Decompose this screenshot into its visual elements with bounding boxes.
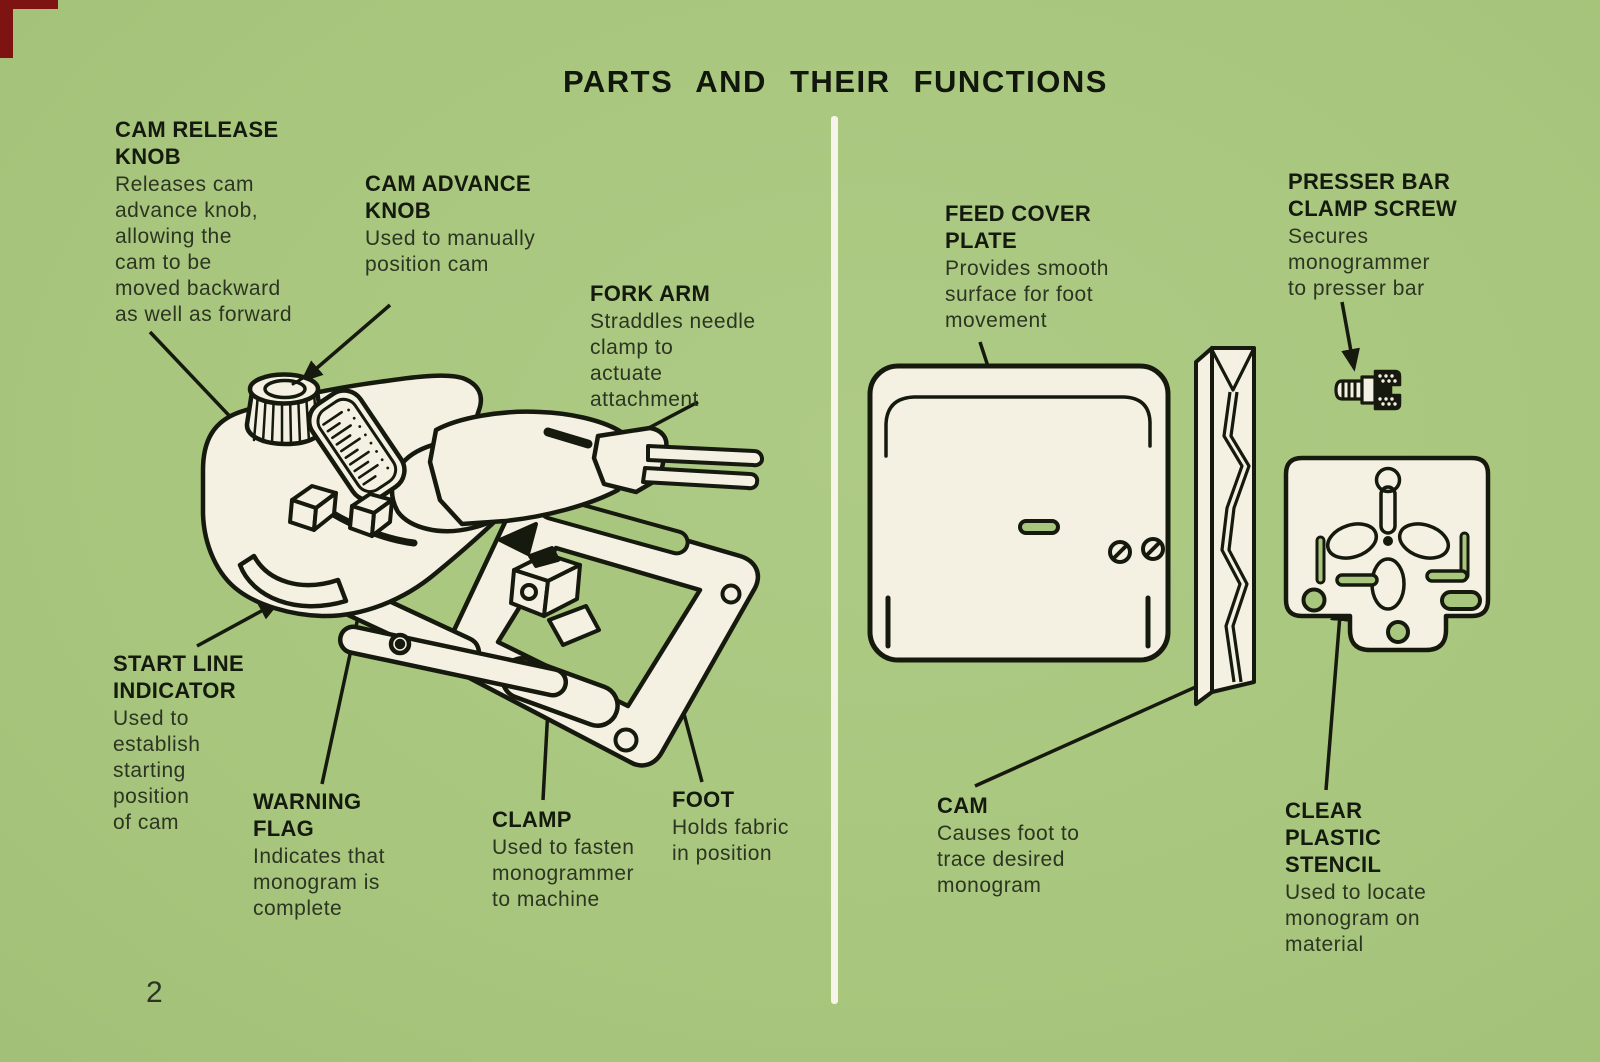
part-description-clamp: Used to fasten monogrammer to machine — [492, 836, 635, 911]
label-cam-advance-knob: CAM ADVANCE KNOB Used to manually positi… — [365, 170, 535, 278]
label-cam: CAM Causes foot to trace desired monogra… — [937, 792, 1079, 899]
cam-drawing — [1194, 346, 1256, 706]
part-name-cam-advance-knob: CAM ADVANCE KNOB — [365, 171, 531, 223]
part-name-start-line-indicator: START LINE INDICATOR — [113, 651, 244, 703]
part-description-cam: Causes foot to trace desired monogram — [937, 822, 1080, 897]
label-cam-release-knob: CAM RELEASE KNOB Releases cam advance kn… — [115, 116, 292, 328]
part-name-cam: CAM — [937, 793, 989, 818]
photo-corner-artifact — [0, 0, 13, 58]
warning-flag-drawing — [348, 492, 394, 538]
label-presser-bar-clamp-screw: PRESSER BAR CLAMP SCREW Secures monogram… — [1288, 168, 1457, 302]
part-description-presser-bar-clamp-screw: Secures monogrammer to presser bar — [1288, 225, 1431, 300]
label-feed-cover-plate: FEED COVER PLATE Provides smooth surface… — [945, 200, 1109, 334]
cam-advance-knob-drawing — [244, 372, 325, 447]
part-name-fork-arm: FORK ARM — [590, 281, 711, 306]
part-name-clamp: CLAMP — [492, 807, 572, 832]
part-name-presser-bar-clamp-screw: PRESSER BAR CLAMP SCREW — [1288, 169, 1458, 221]
fork-arm-drawing — [427, 409, 764, 527]
part-name-warning-flag: WARNING FLAG — [253, 789, 362, 841]
label-clamp: CLAMP Used to fasten monogrammer to mach… — [492, 806, 634, 913]
part-description-cam-advance-knob: Used to manually position cam — [365, 227, 536, 276]
part-name-foot: FOOT — [672, 787, 735, 812]
clamp-drawing — [498, 522, 601, 647]
part-description-clear-plastic-stencil: Used to locate monogram on material — [1285, 881, 1427, 956]
presser-bar-clamp-screw-drawing — [1334, 369, 1402, 411]
part-description-cam-release-knob: Releases cam advance knob, allowing the … — [115, 173, 293, 326]
page-number: 2 — [146, 976, 163, 1009]
part-description-foot: Holds fabric in position — [672, 816, 789, 865]
monogrammer-illustration — [200, 372, 764, 768]
part-name-cam-release-knob: CAM RELEASE KNOB — [115, 117, 279, 169]
clear-plastic-stencil-drawing — [1283, 455, 1491, 653]
photo-corner-artifact — [0, 0, 58, 9]
leader-presser-bar-clamp-screw — [1340, 301, 1360, 372]
leader-start-line-indicator — [196, 600, 282, 648]
part-name-clear-plastic-stencil: CLEAR PLASTIC STENCIL — [1285, 798, 1382, 877]
leader-cam-advance-knob — [300, 303, 392, 383]
leader-clear-plastic-stencil — [1324, 598, 1349, 791]
part-description-feed-cover-plate: Provides smooth surface for foot movemen… — [945, 257, 1109, 332]
part-name-feed-cover-plate: FEED COVER PLATE — [945, 201, 1092, 253]
page-title: PARTS AND THEIR FUNCTIONS — [563, 64, 1108, 99]
label-warning-flag: WARNING FLAG Indicates that monogram is … — [253, 788, 385, 922]
part-description-start-line-indicator: Used to establish starting position of c… — [113, 707, 201, 834]
feed-cover-plate-drawing — [867, 363, 1171, 663]
dial-window-drawing — [306, 388, 407, 503]
page-divider — [831, 116, 838, 1004]
start-line-indicator-drawing — [237, 553, 349, 609]
part-description-fork-arm: Straddles needle clamp to actuate attach… — [590, 310, 756, 411]
label-fork-arm: FORK ARM Straddles needle clamp to actua… — [590, 280, 756, 413]
label-foot: FOOT Holds fabric in position — [672, 786, 789, 867]
label-start-line-indicator: START LINE INDICATOR Used to establish s… — [113, 650, 244, 836]
label-clear-plastic-stencil: CLEAR PLASTIC STENCIL Used to locate mon… — [1285, 797, 1426, 958]
part-description-warning-flag: Indicates that monogram is complete — [253, 845, 385, 920]
